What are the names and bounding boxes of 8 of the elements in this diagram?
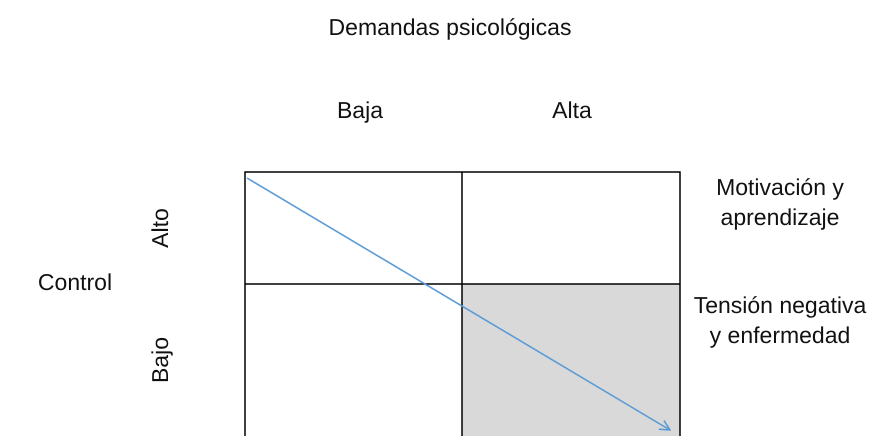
row-label: Bajo [146,336,174,386]
row-label: Alto [146,207,174,250]
axis-title: Demandas psicológicas [328,13,572,42]
column-label: Baja [336,96,384,125]
axis-title: Control [36,268,114,297]
column-label: Alta [551,96,593,125]
quadrant-label: Tensión negativa y enfermedad [692,291,868,350]
quadrant-label: Motivación y aprendizaje [715,173,845,232]
